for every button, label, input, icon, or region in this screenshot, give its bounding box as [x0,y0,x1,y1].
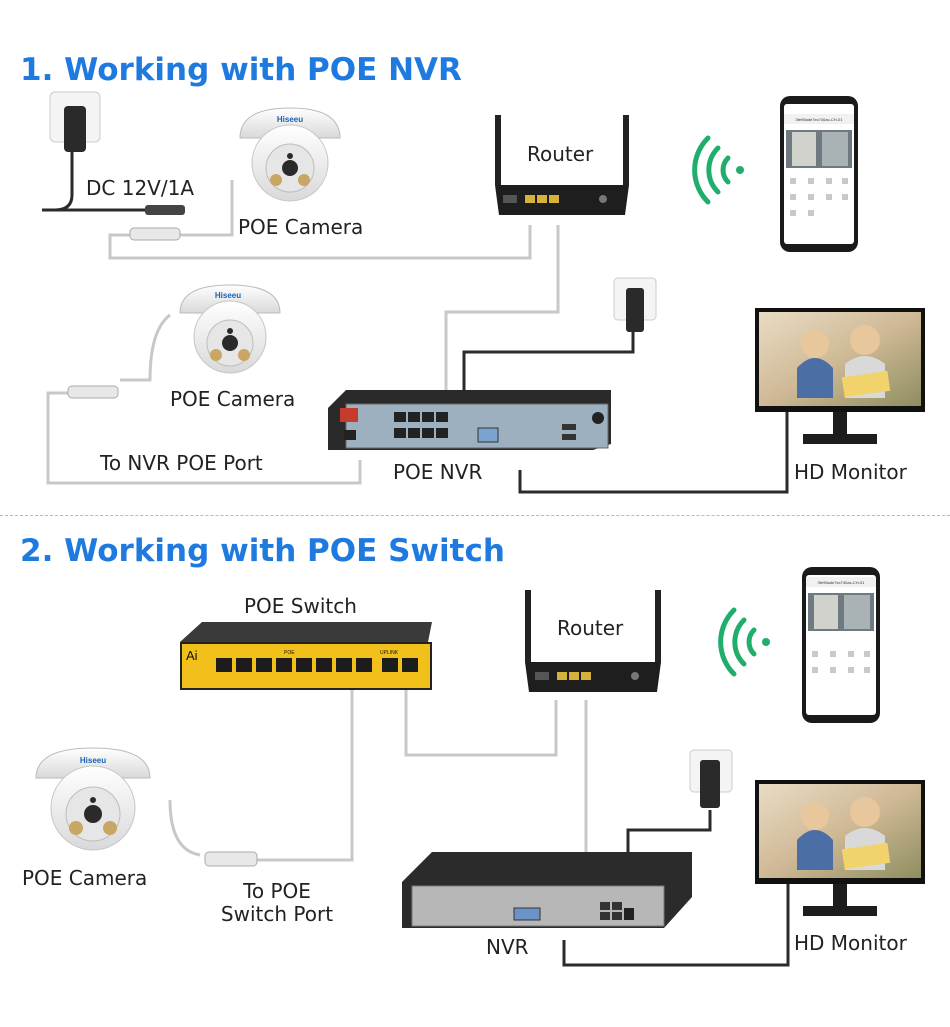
hdmi-cable-2 [562,880,790,967]
hd-monitor-2-label: HD Monitor [794,931,907,955]
section-2-title: 2. Working with POE Switch [20,533,505,569]
power-hdmi-cables [42,150,789,494]
dome-camera-2: Hiseeu [35,747,151,851]
switch-badge: Ai [186,648,198,663]
camera-2-pigtail [168,799,201,857]
dc-power-cable [42,150,150,212]
to-switch-port-label: To POE Switch Port [205,880,349,926]
poe-switch-label: POE Switch [244,594,357,618]
to-switch-port-line2: Switch Port [220,902,334,926]
wifi-icon-1 [692,135,744,205]
phone-header: 3fe95ade7ec740ac-CH-01 [796,117,844,122]
poe-nvr [328,390,611,450]
wall-outlet-1 [49,91,101,152]
camera-a-label: POE Camera [238,215,364,239]
dc-connector [145,205,185,215]
smartphone-1: 3fe95ade7ec740ac-CH-01 [780,96,858,252]
switch-uplink-label: UPLINK [380,650,399,656]
router-2-label: Router [557,616,624,640]
hdmi-cable [518,410,789,494]
section-1-title: 1. Working with POE NVR [20,52,462,88]
section-divider [0,515,950,516]
camera-2-label: POE Camera [22,866,148,890]
hd-monitor-2 [755,780,925,916]
camera-brand: Hiseeu [80,756,106,765]
rj45-connector-b [67,385,119,399]
nvr-power-cable [462,330,635,418]
switch-camera-cable [215,690,354,862]
hd-monitor-1-label: HD Monitor [794,460,907,484]
rj45-connector-camera-2 [204,851,258,867]
camera-brand: Hiseeu [277,115,303,124]
rj45-connector-a [129,227,181,241]
poe-nvr-label: POE NVR [393,460,483,484]
camera-brand: Hiseeu [215,291,241,300]
camera-a-cable [108,180,532,260]
to-nvr-port-label: To NVR POE Port [100,451,263,475]
phone-header: 3fe95ade7ec740ac-CH-01 [818,580,866,585]
dome-camera-b: Hiseeu [179,284,281,374]
smartphone-2: 3fe95ade7ec740ac-CH-01 [802,567,880,723]
nvr-2 [402,852,692,928]
dc-power-label: DC 12V/1A [86,176,194,200]
wall-outlet-3 [689,749,733,808]
switch-poe-label: POE [284,650,295,656]
to-switch-port-line1: To POE [243,879,311,903]
router-nvr-cable [444,225,560,430]
router-1 [495,115,629,215]
switch-router-cable [404,690,558,757]
ethernet-cables-2 [168,690,588,880]
wifi-icon-2 [718,607,770,677]
dome-camera-a: Hiseeu [239,107,341,202]
nvr-2-label: NVR [486,935,529,959]
wall-outlet-2 [613,277,657,332]
router-1-label: Router [527,142,594,166]
router-2 [525,590,661,692]
poe-switch: Ai POE UPLINK [180,622,432,690]
hd-monitor-1 [755,308,925,444]
camera-b-label: POE Camera [170,387,296,411]
